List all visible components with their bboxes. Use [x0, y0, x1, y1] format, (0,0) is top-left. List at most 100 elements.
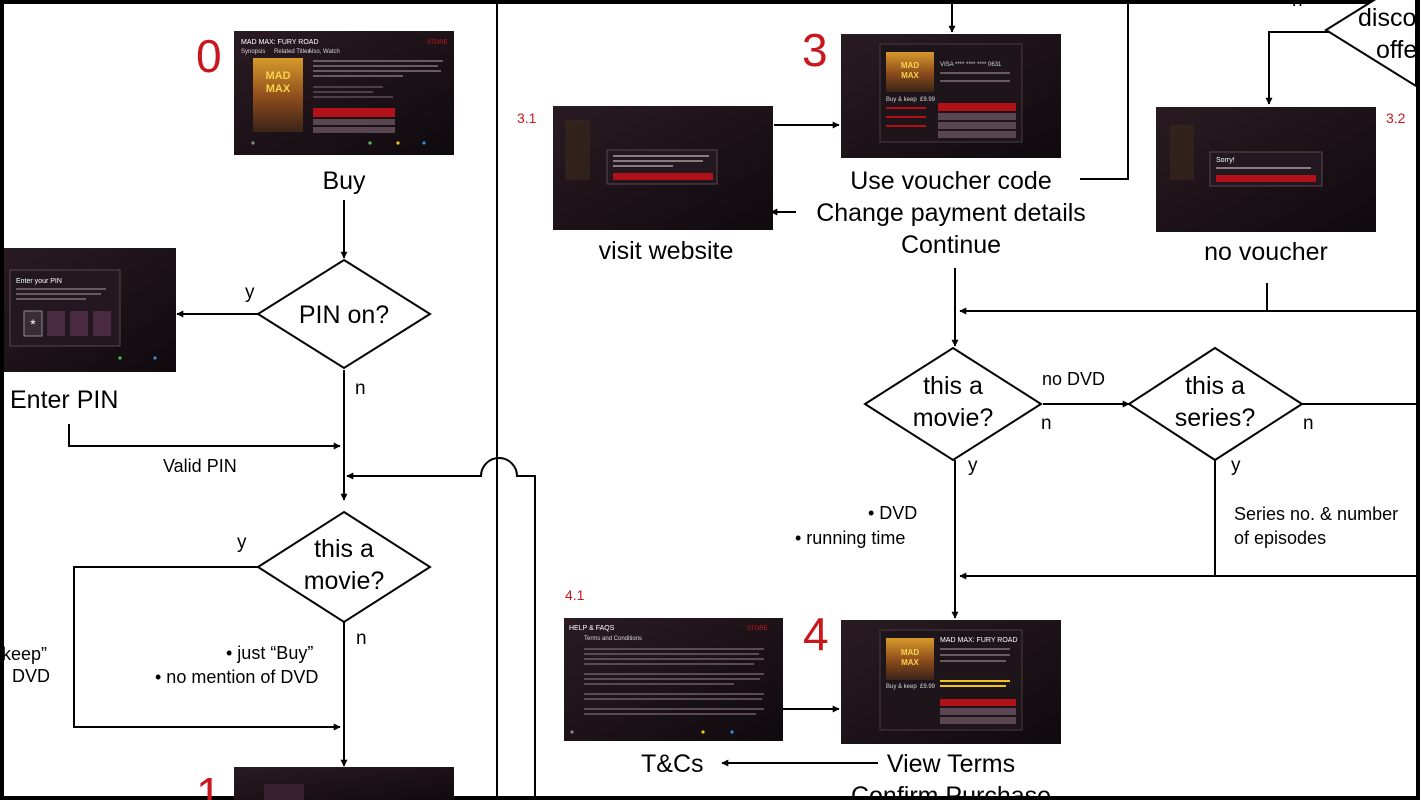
movie-left-yes: y	[237, 532, 247, 553]
step-0: 0	[196, 30, 222, 82]
decision-pin-on: PIN on?	[256, 258, 432, 370]
pin-no-label: n	[355, 378, 366, 399]
series-line1: this a	[1185, 372, 1245, 400]
step-numbers: 0 3 3.1 3.2 4 4.1 1	[196, 24, 1406, 800]
decision-movie-right: this a movie?	[863, 346, 1043, 462]
screen3-buy-keep: Buy & keep	[886, 97, 917, 103]
screen4-poster-l2: MAX	[901, 658, 919, 667]
step-3-2: 3.2	[1386, 110, 1406, 126]
screen0-poster-l2: MAX	[266, 83, 291, 95]
change-payment-label: Change payment details	[816, 199, 1086, 227]
discount-line1: disco	[1358, 4, 1416, 32]
screen32-continue-button	[1216, 175, 1316, 182]
screen3-poster-l2: MAX	[901, 71, 919, 80]
screen41-help-title: HELP & FAQS	[569, 625, 615, 632]
continue-label: Continue	[901, 231, 1001, 259]
screen3-poster-l1: MAD	[901, 61, 919, 70]
discount-line2: offe	[1376, 36, 1417, 64]
screen0-poster-l1: MAD	[265, 70, 290, 82]
decision-series: this a series?	[1127, 346, 1304, 462]
screen3-price: £9.99	[920, 97, 936, 103]
series-no: n	[1303, 413, 1314, 434]
buy-label: Buy	[322, 167, 366, 195]
screen0-tab-also: Also, Watch	[308, 49, 340, 55]
movie-left-line2: movie?	[304, 567, 385, 595]
screen0-store: STORE	[427, 40, 448, 46]
screen-enter-pin-thumbnail: Enter your PIN *	[4, 248, 176, 372]
screen41-store: STORE	[747, 626, 768, 632]
screen4-confirm-button	[940, 699, 1016, 706]
screen0-buy-button	[313, 108, 395, 117]
step-4: 4	[803, 608, 829, 660]
pin-digit-4	[93, 311, 111, 336]
enter-pin-label: Enter PIN	[10, 386, 118, 414]
valid-pin-label: Valid PIN	[163, 456, 237, 476]
screen3-change-button	[938, 122, 1016, 129]
screen4-cancel-button	[940, 717, 1016, 724]
screen-0-thumbnail: MAD MAX: FURY ROAD STORE Synopsis Relate…	[234, 31, 454, 155]
decision-movie-left: this a movie?	[256, 510, 432, 624]
pin-on-label: PIN on?	[299, 301, 389, 329]
view-terms-label: View Terms	[887, 750, 1015, 778]
series-info-2: of episodes	[1234, 528, 1326, 548]
bullet-dvd-label: • DVD	[868, 503, 917, 523]
step-3-1: 3.1	[517, 110, 537, 126]
discount-no-partial: n	[1292, 0, 1303, 11]
screen-4-thumbnail: MAD MAX MAD MAX: FURY ROAD Buy & keep £9…	[841, 620, 1061, 744]
confirm-purchase-label: Confirm Purchase	[851, 782, 1051, 800]
just-buy-label: • just “Buy”	[226, 643, 313, 663]
screen41-tc-title: Terms and Conditions	[584, 636, 642, 642]
screen-3-1-thumbnail	[553, 106, 773, 230]
movie-right-line2: movie?	[913, 404, 994, 432]
screen3-cancel-button	[938, 131, 1016, 138]
movie-right-yes: y	[968, 455, 978, 476]
movie-right-no: n	[1041, 413, 1052, 434]
screen4-poster-l1: MAD	[901, 648, 919, 657]
movie-left-no: n	[356, 628, 367, 649]
screen-1-thumbnail	[234, 767, 454, 800]
tcs-label: T&Cs	[641, 750, 704, 778]
series-yes: y	[1231, 455, 1241, 476]
screen4-view-tcs-button	[940, 708, 1016, 715]
step-3: 3	[802, 24, 828, 76]
screen4-buy-keep: Buy & keep	[886, 684, 917, 690]
screen32-sorry: Sorry!	[1216, 157, 1235, 164]
decision-discount: disco offe	[1324, 0, 1417, 88]
no-voucher-label: no voucher	[1204, 238, 1328, 266]
no-mention-dvd-label: • no mention of DVD	[155, 667, 318, 687]
screen31-continue-button	[613, 173, 713, 180]
screen-4-1-thumbnail: HELP & FAQS STORE Terms and Conditions	[564, 618, 783, 741]
screen0-tab-synopsis: Synopsis	[241, 49, 265, 55]
screen4-title: MAD MAX: FURY ROAD	[940, 637, 1018, 644]
movie-left-line1: this a	[314, 535, 374, 563]
pin-digit-1	[23, 310, 43, 337]
dvd-partial-label: DVD	[12, 666, 50, 686]
step-1: 1	[196, 768, 222, 800]
series-line2: series?	[1175, 404, 1256, 432]
visit-website-label: visit website	[599, 237, 734, 265]
use-voucher-label: Use voucher code	[850, 167, 1052, 195]
bullet-running-label: • running time	[795, 528, 905, 548]
no-dvd-label: no DVD	[1042, 369, 1105, 389]
screen3-voucher-button	[938, 113, 1016, 120]
screen0-tab-related: Related Titles	[274, 49, 310, 55]
screen0-title: MAD MAX: FURY ROAD	[241, 39, 319, 46]
screen3-continue-button	[938, 103, 1016, 111]
screen4-price: £9.99	[920, 684, 936, 690]
screen0-wishlist-button	[313, 127, 395, 133]
pin-digit-1-star: *	[30, 316, 36, 332]
pin-digit-3	[70, 311, 88, 336]
movie-right-line1: this a	[923, 372, 983, 400]
step-4-1: 4.1	[565, 587, 585, 603]
screen3-visa: VISA **** **** **** 0631	[940, 62, 1002, 68]
screen-3-thumbnail: MAD MAX VISA **** **** **** 0631 Buy & k…	[841, 34, 1061, 158]
series-info-1: Series no. & number	[1234, 504, 1398, 524]
pin-digit-2	[47, 311, 65, 336]
keep-partial-label: keep”	[2, 644, 47, 664]
screen-3-2-thumbnail: Sorry!	[1156, 107, 1376, 232]
screen0-trailer-button	[313, 119, 395, 125]
pin-screen-title: Enter your PIN	[16, 278, 62, 285]
connectors	[68, 4, 1420, 800]
